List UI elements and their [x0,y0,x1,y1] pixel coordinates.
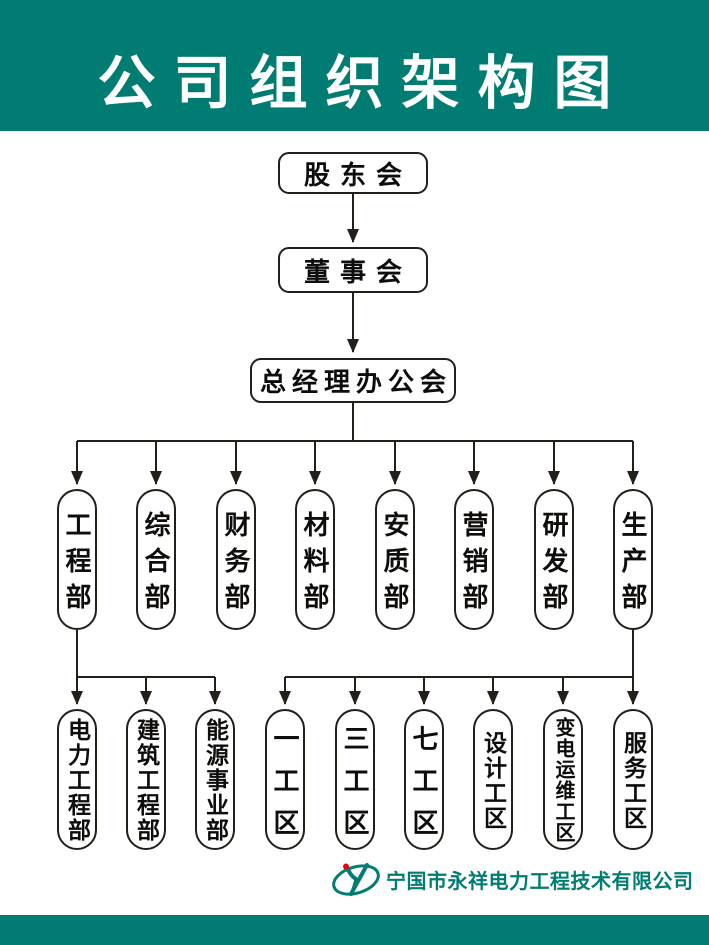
company-logo-icon [332,863,380,896]
node-zone-7: 七工区 [404,709,444,851]
node-zone-3: 三工区 [335,709,375,851]
node-zone-design: 设计工区 [473,709,513,850]
node-label: 综合部 [141,510,171,619]
node-zone-service: 服务工区 [613,709,653,850]
node-label: 七工区 [409,724,439,851]
node-label: 生产部 [618,510,648,619]
node-label: 安质部 [380,510,410,619]
node-dept-marketing: 营销部 [454,489,494,630]
node-sub-electric-power: 电力工程部 [57,709,97,850]
node-dept-general: 综合部 [136,489,176,630]
node-dept-materials: 材料部 [295,489,335,630]
node-label: 一工区 [270,724,300,851]
node-zone-substation-om: 变电运维工区 [543,709,583,850]
node-dept-production: 生产部 [613,489,653,630]
node-sub-construction: 建筑工程部 [126,709,166,850]
node-label: 财务部 [221,510,251,619]
node-label: 三工区 [340,724,370,851]
node-label: 总经理办公会 [259,367,452,397]
node-zone-1: 一工区 [265,709,305,851]
node-label: 设计工区 [480,730,507,831]
node-gm-office: 总经理办公会 [250,358,456,403]
node-label: 股东会 [303,159,412,190]
node-label: 董事会 [303,256,412,287]
company-name: 宁国市永祥电力工程技术有限公司 [386,871,694,893]
node-board: 董事会 [278,247,428,293]
node-label: 工程部 [62,510,92,619]
node-sub-energy: 能源事业部 [195,709,235,850]
page-title: 公司组织架构图 [97,51,630,116]
node-label: 变电运维工区 [552,717,574,843]
node-label: 研发部 [539,510,569,619]
footer: 宁国市永祥电力工程技术有限公司 [0,852,709,915]
node-label: 电力工程部 [64,718,91,843]
node-label: 能源事业部 [202,718,229,843]
node-dept-engineering: 工程部 [57,489,97,630]
node-label: 营销部 [459,510,489,619]
node-dept-safety-quality: 安质部 [375,489,415,630]
node-label: 服务工区 [620,730,647,831]
logo-red-dot [343,863,349,870]
node-dept-rnd: 研发部 [534,489,574,630]
title-banner: 公司组织架构图 [0,0,709,131]
bottom-bar [0,915,709,945]
node-label: 建筑工程部 [133,718,160,843]
node-label: 材料部 [300,510,330,619]
node-shareholders: 股东会 [278,152,428,194]
node-dept-finance: 财务部 [216,489,256,630]
